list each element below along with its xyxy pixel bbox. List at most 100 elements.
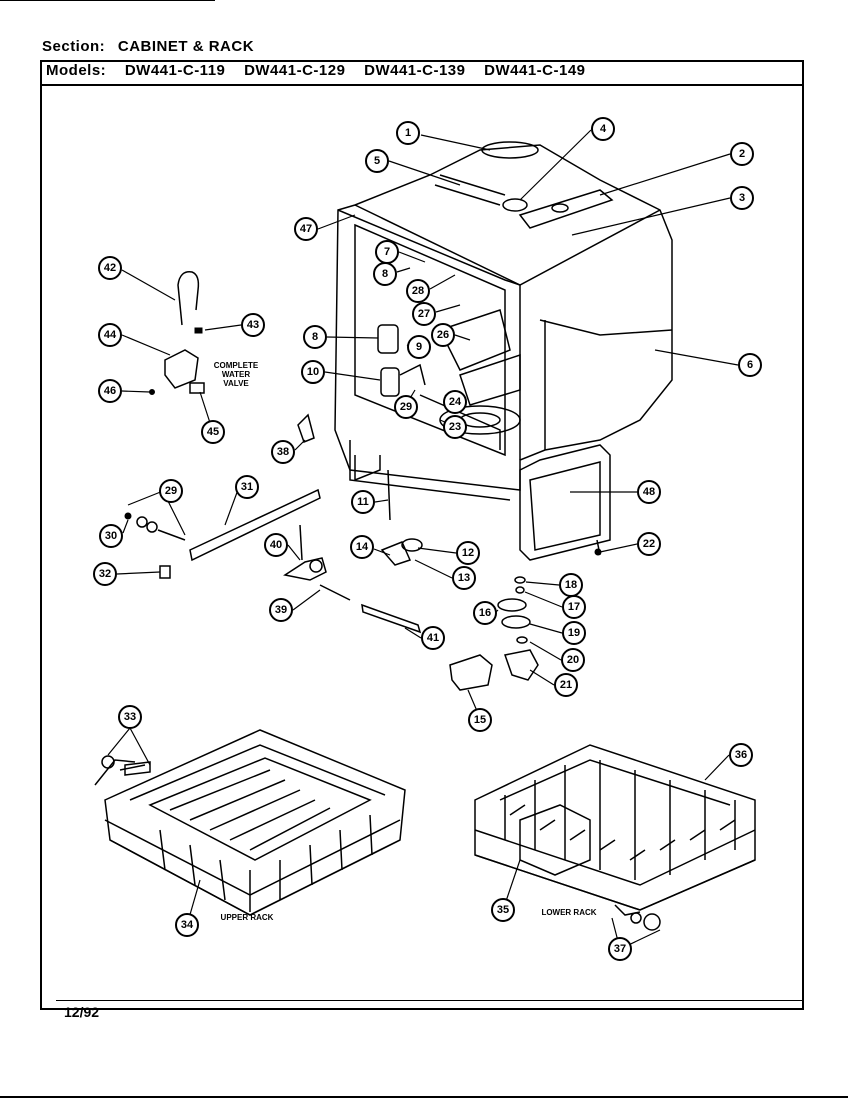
model-number: DW441-C-139 xyxy=(364,62,466,79)
callout: 27 xyxy=(412,302,436,326)
svg-text:12: 12 xyxy=(462,547,474,559)
svg-text:33: 33 xyxy=(124,711,136,723)
callout: 18 xyxy=(559,573,583,597)
callout: 22 xyxy=(637,532,661,556)
svg-text:17: 17 xyxy=(568,601,580,613)
callout: 5 xyxy=(365,149,389,173)
callout: 47 xyxy=(294,217,318,241)
models-divider xyxy=(40,84,804,86)
model-number: DW441-C-129 xyxy=(244,62,346,79)
callout: 4 xyxy=(591,117,615,141)
models-heading: Models: DW441-C-119 DW441-C-129 DW441-C-… xyxy=(46,62,600,79)
lower-rack-label: LOWER RACK xyxy=(541,908,596,917)
svg-text:15: 15 xyxy=(474,714,486,726)
callout: 36 xyxy=(729,743,753,767)
svg-text:37: 37 xyxy=(614,943,626,955)
callout: 39 xyxy=(269,598,293,622)
callout: 29 xyxy=(159,479,183,503)
svg-text:21: 21 xyxy=(560,679,572,691)
svg-text:45: 45 xyxy=(207,426,219,438)
callout: 29 xyxy=(394,395,418,419)
svg-text:19: 19 xyxy=(568,627,580,639)
right-small-parts xyxy=(497,539,602,681)
svg-text:48: 48 xyxy=(643,486,655,498)
callout: 8 xyxy=(373,262,397,286)
svg-text:31: 31 xyxy=(241,481,253,493)
left-parts xyxy=(124,271,493,691)
callout: 10 xyxy=(301,360,325,384)
svg-text:24: 24 xyxy=(449,396,462,408)
callout: 35 xyxy=(491,898,515,922)
svg-text:16: 16 xyxy=(479,607,491,619)
callout: 45 xyxy=(201,420,225,444)
svg-text:35: 35 xyxy=(497,904,509,916)
callout-bubbles: 1 4 5 2 3 47 7 8 28 42 43 44 27 26 8 9 6… xyxy=(93,117,762,961)
callout: 32 xyxy=(93,562,117,586)
callout: 23 xyxy=(443,415,467,439)
svg-text:32: 32 xyxy=(99,568,111,580)
callout: 26 xyxy=(431,323,455,347)
diagram-frame xyxy=(40,60,804,1010)
callout: 8 xyxy=(303,325,327,349)
callout: 20 xyxy=(561,648,585,672)
svg-text:47: 47 xyxy=(300,223,312,235)
callout: 9 xyxy=(407,335,431,359)
svg-text:5: 5 xyxy=(374,155,380,167)
svg-text:36: 36 xyxy=(735,749,747,761)
models-label: Models: xyxy=(46,62,107,79)
svg-text:14: 14 xyxy=(356,541,369,553)
water-valve-label-2: WATER xyxy=(222,370,251,379)
svg-text:6: 6 xyxy=(747,359,753,371)
callout: 12 xyxy=(456,541,480,565)
svg-text:3: 3 xyxy=(739,192,745,204)
svg-text:28: 28 xyxy=(412,285,424,297)
svg-text:23: 23 xyxy=(449,421,461,433)
upper-rack-label: UPPER RACK xyxy=(221,913,274,922)
water-valve-label-3: VALVE xyxy=(223,379,249,388)
svg-text:27: 27 xyxy=(418,308,430,320)
svg-text:13: 13 xyxy=(458,572,470,584)
svg-text:41: 41 xyxy=(427,632,439,644)
model-number: DW441-C-119 xyxy=(124,62,226,79)
callout: 17 xyxy=(562,595,586,619)
callout: 3 xyxy=(730,186,754,210)
svg-text:39: 39 xyxy=(275,604,287,616)
callout: 42 xyxy=(98,256,122,280)
svg-text:40: 40 xyxy=(270,539,282,551)
callout: 15 xyxy=(468,708,492,732)
tub-cabinet xyxy=(334,141,673,561)
callout: 21 xyxy=(554,673,578,697)
date-code: 12/92 xyxy=(64,1004,100,1020)
footer-divider xyxy=(56,1000,804,1001)
callout: 7 xyxy=(375,240,399,264)
svg-text:38: 38 xyxy=(277,446,289,458)
callout: 24 xyxy=(443,390,467,414)
callout: 16 xyxy=(473,601,497,625)
svg-text:7: 7 xyxy=(384,246,390,258)
svg-text:18: 18 xyxy=(565,579,577,591)
callout: 31 xyxy=(235,475,259,499)
svg-text:29: 29 xyxy=(165,485,177,497)
svg-text:8: 8 xyxy=(312,331,318,343)
section-label: Section: xyxy=(42,38,106,55)
upper-rack xyxy=(94,729,406,916)
callout: 33 xyxy=(118,705,142,729)
callout: 2 xyxy=(730,142,754,166)
svg-text:44: 44 xyxy=(104,329,117,341)
svg-text:43: 43 xyxy=(247,319,259,331)
svg-text:2: 2 xyxy=(739,148,745,160)
callout: 11 xyxy=(351,490,375,514)
svg-text:22: 22 xyxy=(643,538,655,550)
callout: 13 xyxy=(452,566,476,590)
callout: 19 xyxy=(562,621,586,645)
callout: 30 xyxy=(99,524,123,548)
svg-text:1: 1 xyxy=(405,127,411,139)
callout: 46 xyxy=(98,379,122,403)
section-heading: Section: CABINET & RACK xyxy=(42,38,254,55)
callout: 28 xyxy=(406,279,430,303)
callout: 14 xyxy=(350,535,374,559)
callout: 1 xyxy=(396,121,420,145)
callout: 37 xyxy=(608,937,632,961)
water-valve-label-1: COMPLETE xyxy=(214,361,259,370)
